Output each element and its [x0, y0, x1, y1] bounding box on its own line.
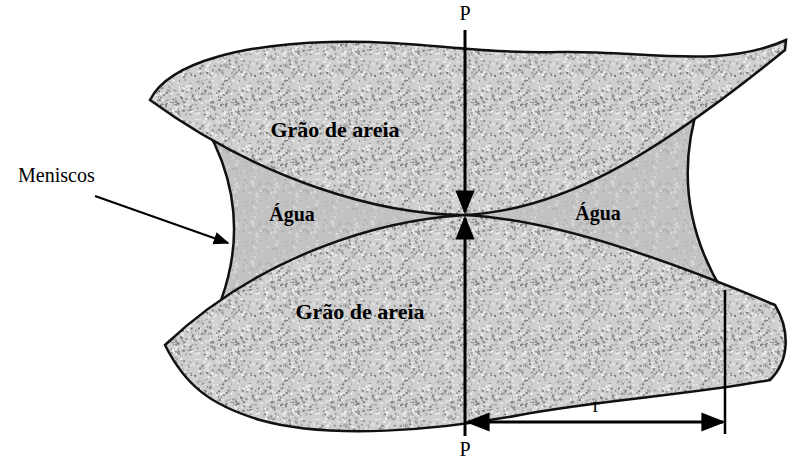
force-label: P: [459, 438, 470, 460]
force-arrow-top: [464, 30, 467, 212]
water-label: Água: [269, 203, 315, 225]
dimension-label: r: [593, 394, 600, 416]
water-label: Água: [575, 202, 621, 224]
dimension-extension: [724, 290, 727, 434]
grain-label: Grão de areia: [295, 300, 424, 324]
meniscus-label: Meniscos: [18, 164, 95, 186]
lower-sand-grain: [165, 215, 786, 431]
upper-sand-grain: [150, 40, 786, 215]
grain-label: Grão de areia: [270, 118, 399, 142]
dimension-line: [468, 421, 723, 424]
meniscus-leader: [95, 196, 228, 243]
force-arrow-bottom: [464, 218, 467, 436]
force-label: P: [459, 2, 470, 24]
